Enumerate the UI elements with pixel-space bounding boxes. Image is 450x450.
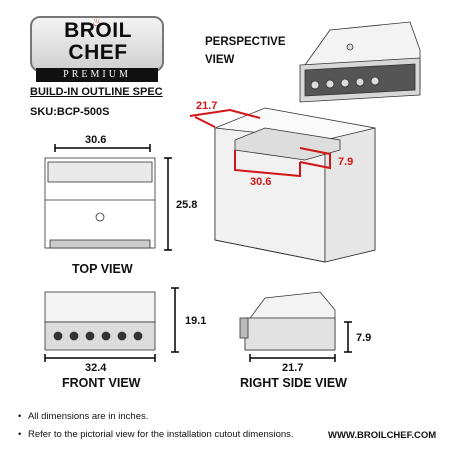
side-height-label: 7.9 bbox=[356, 332, 372, 344]
note-text: Refer to the pictorial view for the inst… bbox=[27, 429, 294, 440]
top-view-dims bbox=[54, 144, 172, 251]
website-link[interactable]: WWW.BROILCHEF.COM bbox=[328, 430, 437, 441]
island-cabinet-drawing bbox=[214, 107, 376, 263]
cutout-depth-label: 21.7 bbox=[196, 100, 218, 112]
logo-line1: BROIL bbox=[64, 19, 132, 42]
bullet-icon: • bbox=[18, 411, 22, 422]
front-view-drawing bbox=[44, 291, 156, 351]
side-depth-label: 21.7 bbox=[282, 362, 304, 374]
bullet-icon: • bbox=[18, 429, 22, 440]
brand-logo: ♨ BROIL CHEF PREMIUM bbox=[30, 15, 164, 82]
right-side-view-title: RIGHT SIDE VIEW bbox=[240, 376, 347, 390]
cutout-dim-lines bbox=[189, 108, 331, 178]
perspective-grill-drawing bbox=[299, 21, 421, 103]
logo-text: BROIL CHEF bbox=[38, 20, 158, 64]
top-depth-label: 25.8 bbox=[176, 199, 198, 211]
front-view-title: FRONT VIEW bbox=[62, 376, 141, 390]
right-side-view-drawing bbox=[239, 291, 336, 351]
front-width-label: 32.4 bbox=[85, 362, 107, 374]
perspective-title-2: VIEW bbox=[205, 54, 235, 66]
perspective-title-1: PERSPECTIVE bbox=[205, 36, 286, 48]
note-item: • All dimensions are in inches. bbox=[18, 411, 148, 422]
top-width-label: 30.6 bbox=[85, 134, 107, 146]
logo-sub: PREMIUM bbox=[36, 68, 158, 82]
top-view-title: TOP VIEW bbox=[72, 262, 133, 276]
side-view-dims bbox=[249, 321, 352, 362]
spec-title: BUILD-IN OUTLINE SPEC bbox=[30, 86, 163, 98]
note-text: All dimensions are in inches. bbox=[27, 411, 149, 422]
logo-line2: CHEF bbox=[68, 41, 128, 64]
top-view-drawing bbox=[44, 157, 156, 249]
front-view-dims bbox=[44, 287, 179, 362]
logo-plate: ♨ BROIL CHEF bbox=[30, 15, 164, 72]
sku-label: SKU:BCP-500S bbox=[30, 106, 110, 118]
flame-icon: ♨ bbox=[92, 15, 103, 29]
front-height-label: 19.1 bbox=[185, 315, 207, 327]
cutout-width-label: 30.6 bbox=[250, 176, 272, 188]
note-item: • Refer to the pictorial view for the in… bbox=[18, 429, 294, 440]
cutout-height-label: 7.9 bbox=[338, 156, 354, 168]
